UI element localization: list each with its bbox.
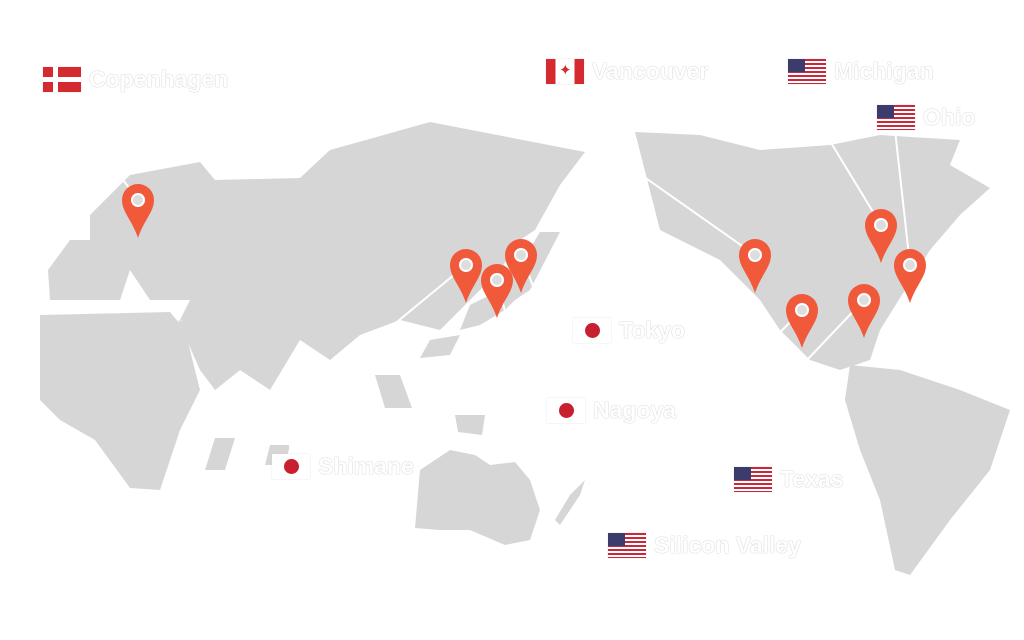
indonesia-1 bbox=[205, 438, 235, 470]
australia bbox=[415, 450, 540, 545]
pin-center-dot bbox=[903, 258, 917, 272]
usa-flag-icon bbox=[608, 533, 646, 558]
location-name: Copenhagen bbox=[89, 66, 229, 92]
map-pin-icon-silicon-valley bbox=[786, 294, 818, 348]
label-texas: Texas bbox=[734, 466, 844, 493]
pin-center-dot bbox=[131, 193, 145, 207]
label-ohio: Ohio bbox=[877, 104, 975, 131]
arabia bbox=[178, 320, 240, 390]
africa bbox=[40, 312, 200, 490]
north-america bbox=[635, 132, 990, 370]
denmark-flag-icon bbox=[43, 67, 81, 92]
pin-center-dot bbox=[857, 293, 871, 307]
map-pin-icon-shimane bbox=[450, 249, 482, 303]
map-pin-icon-ohio bbox=[894, 249, 926, 303]
location-name: Texas bbox=[780, 466, 844, 492]
map-pins bbox=[122, 184, 926, 348]
location-name: Michigan bbox=[834, 58, 934, 84]
label-tokyo: Tokyo bbox=[573, 317, 685, 344]
pin-center-dot bbox=[490, 273, 504, 287]
japan-flag-icon bbox=[547, 398, 585, 423]
location-name: Tokyo bbox=[619, 317, 686, 343]
se-asia-2 bbox=[420, 335, 460, 358]
line-texas bbox=[749, 299, 865, 465]
location-name: Silicon Valley bbox=[654, 532, 802, 558]
location-name: Ohio bbox=[923, 104, 976, 130]
map-pin-icon-texas bbox=[848, 284, 880, 338]
new-zealand bbox=[555, 480, 585, 525]
pin-center-dot bbox=[748, 248, 762, 262]
line-vancouver bbox=[565, 85, 756, 256]
map-pin-icon-copenhagen bbox=[122, 184, 154, 238]
label-michigan: Michigan bbox=[788, 58, 934, 85]
se-asia-1 bbox=[375, 375, 412, 408]
south-america bbox=[845, 365, 1010, 575]
japan-flag-icon bbox=[272, 454, 310, 479]
pin-center-dot bbox=[514, 248, 528, 262]
map-pin-icon-vancouver bbox=[739, 239, 771, 293]
pin-center-dot bbox=[459, 258, 473, 272]
se-asia-3 bbox=[455, 415, 485, 435]
label-copenhagen: Copenhagen bbox=[43, 66, 228, 93]
connector-lines bbox=[59, 85, 911, 530]
location-name: Vancouver bbox=[592, 58, 709, 84]
map-pin-icon-nagoya bbox=[481, 264, 513, 318]
label-shimane: Shimane bbox=[272, 453, 414, 480]
location-name: Shimane bbox=[318, 453, 414, 479]
line-shimane bbox=[289, 264, 467, 465]
eurasia bbox=[48, 122, 585, 390]
pin-center-dot bbox=[795, 303, 809, 317]
pin-center-dot bbox=[874, 218, 888, 232]
usa-flag-icon bbox=[877, 105, 915, 130]
label-nagoya: Nagoya bbox=[547, 397, 676, 424]
line-copenhagen bbox=[59, 94, 139, 201]
landmasses bbox=[40, 122, 1010, 575]
line-ohio bbox=[894, 129, 911, 266]
usa-flag-icon bbox=[734, 467, 772, 492]
label-silicon-valley: Silicon Valley bbox=[608, 532, 801, 559]
map-pin-icon-michigan bbox=[865, 209, 897, 263]
canada-flag-icon: ✦ bbox=[546, 59, 584, 84]
japan-flag-icon bbox=[573, 318, 611, 343]
map-pin-icon-tokyo bbox=[505, 239, 537, 293]
line-silicon-valley bbox=[624, 309, 803, 530]
location-name: Nagoya bbox=[593, 397, 677, 423]
label-vancouver: ✦ Vancouver bbox=[546, 58, 708, 85]
usa-flag-icon bbox=[788, 59, 826, 84]
line-michigan bbox=[804, 85, 882, 226]
